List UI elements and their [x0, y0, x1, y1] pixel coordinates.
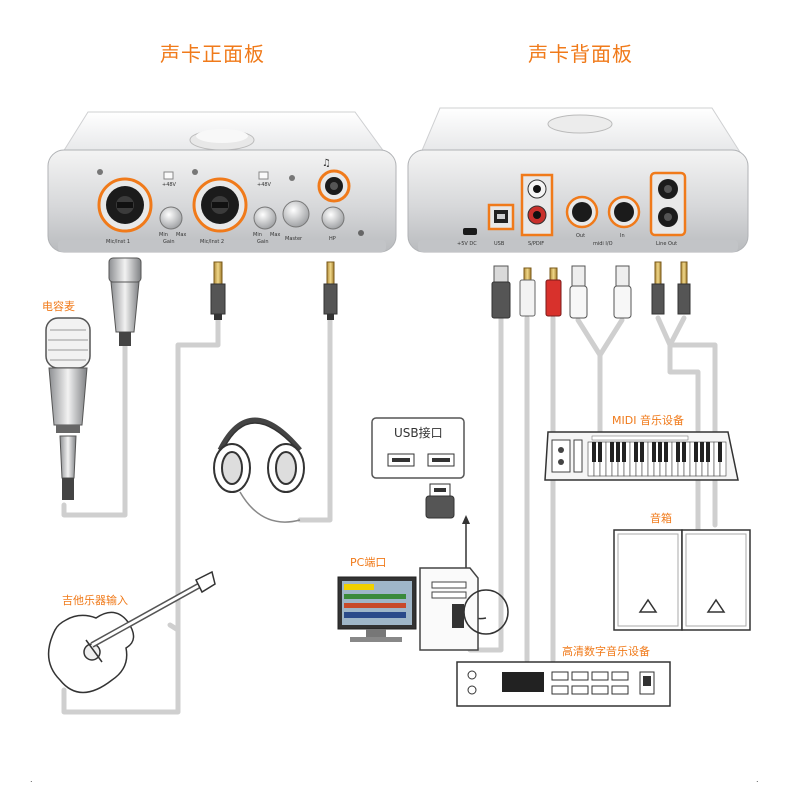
keyboard-keys	[587, 441, 727, 477]
guitar	[47, 570, 216, 694]
midi-in-label: In	[620, 233, 625, 239]
lineout-cable-left	[667, 342, 701, 433]
midi-keyboard	[544, 431, 739, 481]
black-key	[682, 442, 686, 462]
front-panel-device: ♫ Mic/Inst 1 Gain Mic/Inst 2 Gain Master…	[47, 111, 397, 253]
headphone-icon: ♫	[322, 158, 331, 169]
black-key	[676, 442, 680, 462]
hd-device-label: 高清数字音乐设备	[562, 645, 650, 658]
headphone-cable	[297, 315, 333, 523]
black-key	[658, 442, 662, 462]
condenser-mic-label: 电容麦	[42, 300, 75, 313]
gain2-label: Gain	[257, 239, 269, 245]
black-key	[652, 442, 656, 462]
phantom2-label: +48V	[257, 182, 272, 188]
gain1-label: Gain	[163, 239, 175, 245]
black-key	[592, 442, 596, 462]
footer-dot-left: .	[30, 775, 33, 784]
pc-port-label: PC端口	[350, 556, 387, 569]
guitar-input-label: 吉他乐器输入	[62, 594, 128, 607]
hd-device	[456, 661, 671, 707]
black-key	[616, 442, 620, 462]
headphones	[213, 417, 305, 523]
midi-io-label: midi I/O	[593, 241, 613, 247]
front-panel-title: 声卡正面板	[160, 42, 265, 66]
usb-pointer-arrow	[462, 515, 470, 524]
black-key	[718, 442, 722, 462]
cables	[61, 315, 718, 715]
plugs	[108, 257, 691, 346]
black-key	[622, 442, 626, 462]
mic-cable	[61, 342, 128, 518]
guitar-cable	[61, 315, 221, 715]
mic2-label: Mic/Inst 2	[200, 239, 224, 245]
gain-knob-1[interactable]	[159, 206, 183, 230]
midi-cable	[575, 317, 625, 358]
black-key	[664, 442, 668, 462]
back-panel-title: 声卡背面板	[528, 42, 633, 66]
guitar-cable-body	[167, 622, 181, 633]
phantom-button-2[interactable]	[258, 171, 269, 180]
dc-label: +5V DC	[457, 241, 477, 247]
condenser-mic	[45, 317, 91, 500]
footer-dot-right: .	[756, 775, 759, 784]
min-label-1: Min	[159, 232, 168, 238]
black-key	[694, 442, 698, 462]
hp-knob[interactable]	[321, 206, 345, 230]
black-key	[706, 442, 710, 462]
master-knob[interactable]	[282, 200, 310, 228]
midi-out-label: Out	[576, 233, 585, 239]
black-key	[598, 442, 602, 462]
hp-label: HP	[329, 236, 336, 242]
max-label-1: Max	[176, 232, 186, 238]
mic1-label: Mic/Inst 1	[106, 239, 130, 245]
black-key	[634, 442, 638, 462]
gain-knob-2[interactable]	[253, 206, 277, 230]
black-key	[610, 442, 614, 462]
usb-port-label: USB接口	[394, 426, 443, 440]
phantom-button-1[interactable]	[163, 171, 174, 180]
black-key	[700, 442, 704, 462]
master-label: Master	[285, 236, 303, 242]
lineout-cable	[655, 315, 687, 348]
back-panel-device: +5V DC USB S/PDIF Out In midi I/O Line O…	[407, 107, 749, 253]
speakers	[613, 529, 751, 631]
lineout-label: Line Out	[656, 241, 677, 247]
spdif-label: S/PDIF	[528, 241, 544, 247]
black-key	[640, 442, 644, 462]
usb-port-box	[371, 417, 465, 519]
speakers-label: 音箱	[650, 512, 672, 525]
max-label-2: Max	[270, 232, 280, 238]
usb-label: USB	[494, 241, 505, 247]
phantom1-label: +48V	[162, 182, 177, 188]
min-label-2: Min	[253, 232, 262, 238]
midi-device-label: MIDI 音乐设备	[612, 414, 684, 427]
pc	[337, 567, 509, 651]
